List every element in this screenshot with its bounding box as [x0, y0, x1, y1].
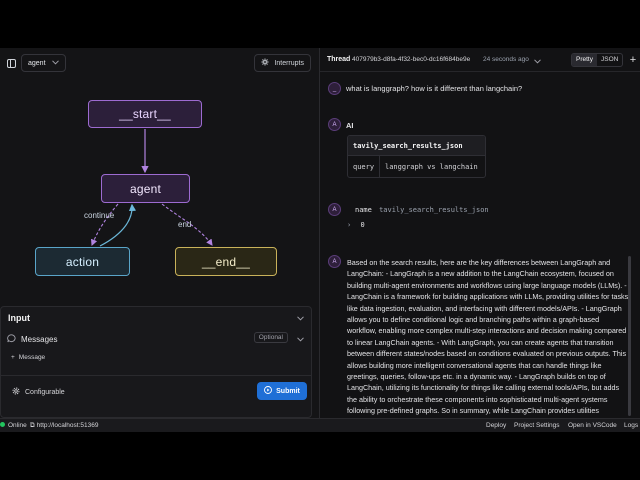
edge-action-agent [99, 203, 137, 247]
tool-call-name: tavily_search_results_json [348, 136, 485, 156]
plus-icon: + [11, 354, 15, 361]
online-dot-icon [0, 422, 5, 427]
interrupts-button[interactable]: Interrupts [254, 54, 311, 72]
tool-result-value-row[interactable]: › 0 [347, 221, 365, 229]
tool-result-name-row: name tavily_search_results_json [355, 206, 489, 214]
chevron-down-icon [51, 59, 59, 67]
chevron-down-icon[interactable] [534, 57, 541, 66]
tool-arg-key: query [348, 156, 380, 177]
expand-chevron-icon: › [347, 221, 352, 229]
messages-label: Messages [21, 334, 58, 344]
ai-answer-text: Based on the search results, here are th… [347, 258, 629, 416]
tool-name-value: tavily_search_results_json [379, 206, 489, 214]
human-avatar: _ [328, 82, 341, 95]
input-title: Input [8, 313, 30, 323]
graph-toolbar: agent Interrupts [0, 48, 319, 78]
status-bar: Online ⧉http://localhost:51369 Deploy Pr… [0, 418, 640, 432]
graph-edges [90, 129, 213, 247]
view-toggle: Pretty JSON [571, 53, 624, 67]
deploy-link[interactable]: Deploy [486, 422, 507, 429]
node-action-label: action [65, 254, 100, 269]
submit-label: Submit [276, 387, 300, 395]
tool-call-args-row: query langgraph vs langchain [348, 156, 485, 177]
edge-label-end: end [178, 220, 192, 229]
thread-header: Thread 407979b3-d8fa-4f32-bec0-dc16f684b… [320, 48, 640, 72]
sidebar-toggle-icon[interactable] [3, 55, 19, 71]
interrupts-label: Interrupts [274, 59, 304, 67]
tool-avatar: A [328, 203, 341, 216]
interrupts-icon [261, 58, 269, 68]
graph-panel: agent Interrupts [0, 48, 319, 418]
graph-selector[interactable]: agent [21, 54, 66, 72]
ai-answer-avatar: A [328, 255, 341, 268]
node-end[interactable]: __end__ [175, 247, 277, 276]
input-divider [1, 375, 311, 376]
submit-button[interactable]: Submit [257, 382, 307, 400]
optional-badge: Optional [253, 332, 288, 343]
edge-label-continue: continue [84, 211, 115, 220]
tool-name-key: name [355, 206, 372, 214]
open-vscode-link[interactable]: Open in VSCode [568, 422, 617, 429]
ai-avatar: A [328, 118, 341, 131]
link-icon: ⧉ [30, 422, 35, 429]
configurable-label: Configurable [25, 388, 65, 396]
chevron-down-icon[interactable] [297, 335, 304, 344]
node-agent[interactable]: agent [101, 174, 190, 203]
toggle-pretty[interactable]: Pretty [572, 54, 597, 66]
play-icon [264, 386, 273, 396]
human-message-text: what is langgraph? how is it different t… [346, 84, 523, 93]
tool-result-value: 0 [360, 221, 365, 229]
logs-link[interactable]: Logs [624, 422, 639, 429]
thread-time: 24 seconds ago [483, 56, 529, 63]
messages-field[interactable]: Messages Optional [7, 331, 306, 347]
server-url[interactable]: ⧉http://localhost:51369 [30, 422, 98, 430]
input-panel: Input Messages Optional + Message [0, 306, 312, 418]
tool-arg-value: langgraph vs langchain [385, 163, 478, 171]
node-action[interactable]: action [35, 247, 130, 276]
collapse-input-icon[interactable] [297, 314, 304, 323]
thread-id[interactable]: 407979b3-d8fa-4f32-bec0-dc16f684be9e [352, 56, 471, 63]
node-start-label: __start__ [119, 107, 171, 121]
graph-canvas[interactable]: __start__ agent action __end__ continue … [0, 78, 319, 308]
tool-call-card: tavily_search_results_json query langgra… [347, 135, 486, 178]
edge-agent-end [161, 203, 213, 246]
letterbox-top [0, 0, 640, 48]
add-message-button[interactable]: + Message [11, 354, 45, 361]
online-status: Online [0, 422, 27, 429]
node-end-label: __end__ [201, 254, 251, 269]
scrollbar[interactable] [628, 256, 631, 416]
message-bubble-icon [7, 333, 16, 345]
configurable-button[interactable]: Configurable [8, 383, 69, 401]
graph-selector-value: agent [28, 59, 46, 67]
toggle-json[interactable]: JSON [600, 56, 619, 63]
node-agent-label: agent [129, 181, 162, 196]
letterbox-bottom [0, 432, 640, 480]
new-thread-plus-icon[interactable]: + [629, 54, 637, 66]
node-start[interactable]: __start__ [88, 100, 202, 128]
gear-icon [12, 387, 20, 397]
thread-panel: Thread 407979b3-d8fa-4f32-bec0-dc16f684b… [320, 48, 640, 418]
edge-agent-action [90, 203, 119, 247]
server-url-text: http://localhost:51369 [36, 422, 99, 429]
ai-label: AI [346, 121, 354, 130]
online-label: Online [8, 422, 27, 429]
panel-divider[interactable] [319, 48, 320, 418]
langgraph-studio-window: agent Interrupts [0, 48, 640, 432]
thread-label: Thread [327, 56, 351, 63]
project-settings-link[interactable]: Project Settings [514, 422, 560, 429]
add-message-label: Message [18, 354, 46, 361]
